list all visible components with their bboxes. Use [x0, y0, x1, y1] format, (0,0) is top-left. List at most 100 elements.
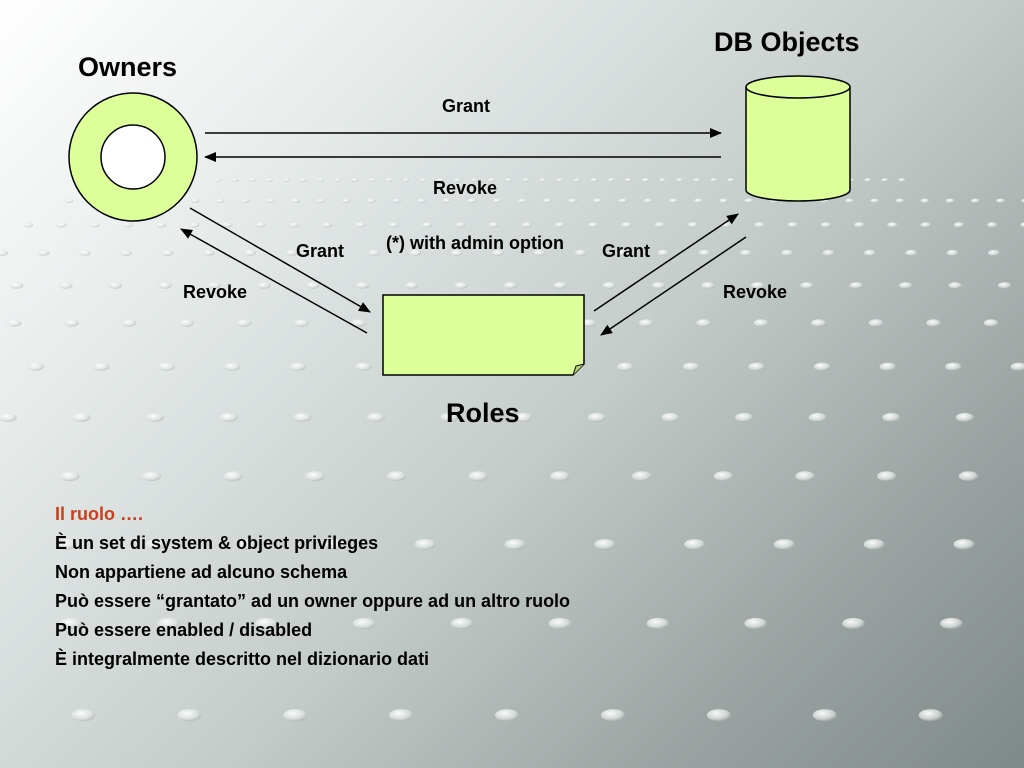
background-dot — [146, 412, 165, 422]
background-dot — [587, 412, 606, 422]
background-dot — [997, 282, 1012, 289]
background-dot — [455, 222, 466, 228]
background-dot — [638, 319, 654, 327]
background-dot — [236, 319, 252, 327]
background-dot — [581, 319, 597, 327]
background-dot — [643, 198, 653, 203]
background-dot — [522, 178, 530, 182]
background-dot — [593, 198, 603, 203]
background-dot — [265, 178, 273, 182]
background-dot — [895, 198, 905, 203]
background-dot — [543, 198, 552, 203]
background-dot — [696, 319, 712, 327]
background-dot — [59, 282, 73, 289]
background-dot — [402, 178, 410, 182]
background-dot — [285, 249, 298, 256]
background-dot — [641, 178, 650, 182]
background-dot — [800, 282, 814, 289]
background-dot — [341, 198, 351, 203]
background-dot — [616, 249, 628, 256]
background-dot — [550, 471, 570, 482]
notes-heading: Il ruolo …. — [55, 504, 143, 524]
background-dot — [351, 178, 359, 182]
background-dot — [811, 319, 826, 327]
background-dot — [27, 362, 44, 371]
background-dot — [514, 412, 533, 422]
background-dot — [953, 222, 965, 228]
background-dot — [322, 222, 333, 228]
background-dot — [533, 249, 546, 256]
background-dot — [744, 198, 754, 203]
background-dot — [37, 249, 50, 256]
background-dot — [289, 362, 306, 371]
background-dot — [179, 319, 194, 327]
background-dot — [988, 249, 1000, 256]
background-dot — [470, 178, 479, 182]
background-dot — [945, 362, 962, 371]
background-dot — [554, 222, 566, 228]
background-dot — [568, 198, 577, 203]
background-dot — [881, 178, 889, 182]
notes-list: Il ruolo …. È un set di system & object … — [55, 500, 570, 674]
background-dot — [971, 198, 980, 203]
roles-title: Roles — [446, 398, 520, 428]
background-dot — [158, 362, 175, 371]
background-dot — [248, 178, 256, 182]
background-dot — [958, 471, 979, 482]
background-dot — [385, 178, 393, 182]
background-dot — [9, 282, 24, 289]
background-dot — [744, 617, 767, 630]
owners-ring-icon — [68, 92, 198, 222]
background-dot — [108, 282, 123, 289]
background-dot — [983, 319, 999, 327]
background-dot — [687, 222, 699, 228]
db-objects-cylinder-icon — [745, 75, 851, 202]
db-objects-title: DB Objects — [714, 27, 860, 57]
background-dot — [948, 282, 962, 289]
background-dot — [748, 362, 765, 371]
background-dot — [6, 319, 22, 327]
revoke-arrow-db-to-roles — [600, 236, 747, 336]
revoke-arrow-roles-to-owners — [180, 228, 368, 334]
background-dot — [504, 539, 526, 550]
background-dot — [266, 198, 275, 203]
background-dot — [440, 412, 459, 422]
background-dot — [495, 709, 519, 722]
background-dot — [710, 178, 718, 182]
background-dot — [601, 709, 625, 722]
background-dot — [795, 471, 815, 482]
background-dot — [706, 709, 731, 722]
background-dot — [224, 362, 241, 371]
background-dot — [668, 198, 678, 203]
background-dot — [353, 617, 376, 630]
background-dot — [145, 539, 167, 550]
admin-option-label: (*) with admin option — [386, 233, 564, 253]
roles-note-icon — [382, 294, 585, 376]
background-dot — [882, 412, 901, 422]
background-dot — [368, 178, 376, 182]
background-dot — [240, 198, 250, 203]
background-dot — [64, 319, 79, 327]
background-dot — [417, 198, 426, 203]
background-dot — [946, 249, 959, 256]
background-dot — [661, 412, 680, 422]
revoke-left-label: Revoke — [183, 282, 248, 302]
background-dot — [682, 362, 700, 371]
background-dot — [291, 198, 301, 203]
background-dot — [787, 222, 798, 228]
grant-arrow-roles-to-db — [593, 213, 739, 312]
background-dot — [189, 222, 200, 228]
background-dot — [539, 178, 547, 182]
background-dot — [155, 222, 167, 228]
background-dot — [617, 362, 634, 371]
background-dot — [926, 319, 941, 327]
owners-title: Owners — [78, 52, 178, 82]
background-dot — [223, 471, 243, 482]
background-dot — [122, 222, 133, 228]
grant-top-label: Grant — [442, 96, 491, 116]
background-dot — [22, 222, 34, 228]
note-item: È un set di system & object privileges — [55, 533, 379, 553]
note-item: Può essere “grantato” ad un owner oppure… — [55, 591, 571, 611]
background-dot — [905, 249, 918, 256]
